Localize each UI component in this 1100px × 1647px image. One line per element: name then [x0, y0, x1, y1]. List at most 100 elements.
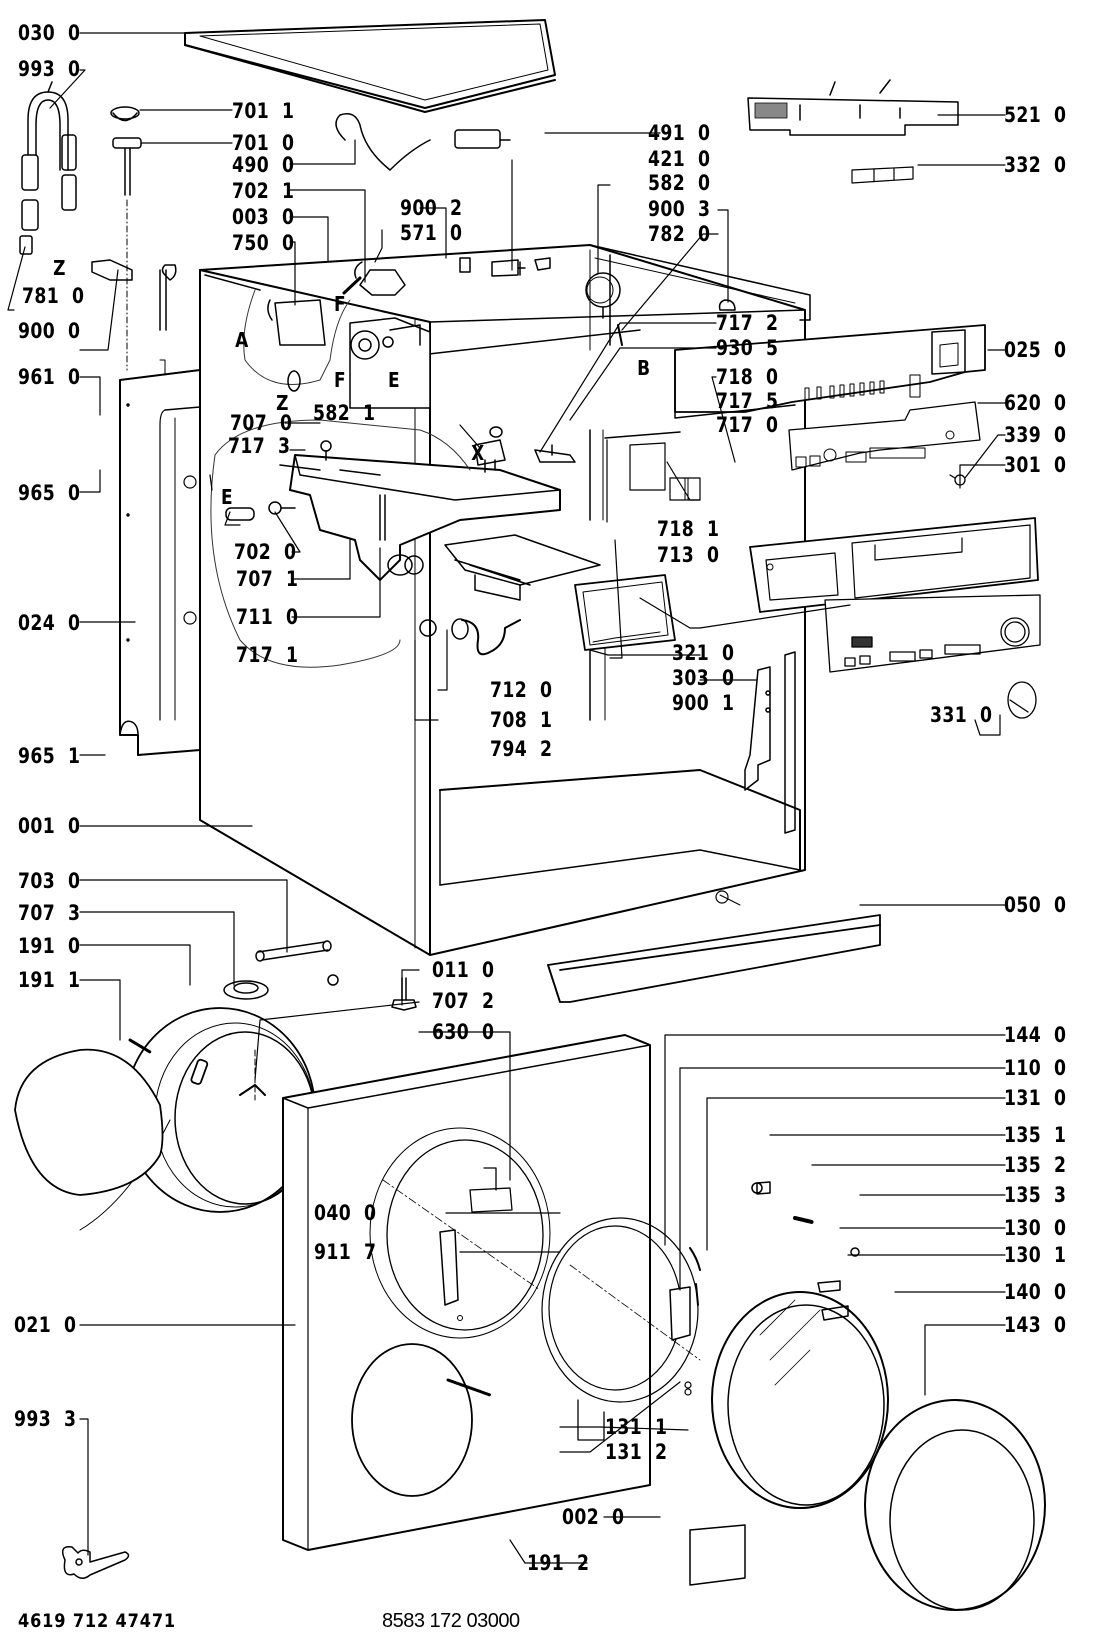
part-label-707-2: 707 2 — [432, 989, 495, 1013]
part-label-301-0: 301 0 — [1004, 453, 1067, 477]
electronics-module — [747, 79, 959, 136]
part-label-331-0: 331 0 — [930, 703, 993, 727]
part-label-961-0: 961 0 — [18, 365, 81, 389]
door-glass-ring — [711, 1291, 1046, 1611]
part-label-135-2: 135 2 — [1004, 1153, 1067, 1177]
drum-front — [14, 1007, 316, 1231]
part-label-718-1: 718 1 — [657, 517, 720, 541]
small-hardware — [223, 940, 417, 1011]
top-left-parts — [91, 106, 177, 376]
side-bracket — [744, 651, 796, 834]
part-label-900-0: 900 0 — [18, 319, 81, 343]
control-frame — [674, 324, 986, 419]
part-label-582-0: 582 0 — [648, 171, 711, 195]
part-label-782-0: 782 0 — [648, 222, 711, 246]
part-label-030-0: 030 0 — [18, 21, 81, 45]
hinge-parts — [751, 1181, 860, 1321]
part-label-002-0: 002 0 — [562, 1505, 625, 1529]
ref-letter-f: F — [334, 292, 346, 316]
part-label-135-1: 135 1 — [1004, 1123, 1067, 1147]
control-panel-housing — [749, 517, 1039, 613]
part-label-191-0: 191 0 — [18, 934, 81, 958]
part-label-717-5: 717 5 — [716, 389, 779, 413]
part-label-130-1: 130 1 — [1004, 1243, 1067, 1267]
ref-letter-a: A — [235, 328, 249, 352]
part-label-025-0: 025 0 — [1004, 338, 1067, 362]
part-label-717-0: 717 0 — [716, 413, 779, 437]
cabinet — [199, 244, 811, 956]
part-label-021-0: 021 0 — [14, 1313, 77, 1337]
part-label-794-2: 794 2 — [490, 737, 553, 761]
part-label-521-0: 521 0 — [1004, 103, 1067, 127]
part-label-191-2: 191 2 — [527, 1551, 590, 1575]
part-label-717-1: 717 1 — [236, 643, 299, 667]
part-label-191-1: 191 1 — [18, 968, 81, 992]
dispenser-assembly — [210, 289, 701, 668]
part-label-490-0: 490 0 — [232, 153, 295, 177]
part-label-135-3: 135 3 — [1004, 1183, 1067, 1207]
part-label-040-0: 040 0 — [314, 1201, 377, 1225]
part-label-993-0: 993 0 — [18, 57, 81, 81]
part-label-339-0: 339 0 — [1004, 423, 1067, 447]
part-label-321-0: 321 0 — [672, 641, 735, 665]
part-label-620-0: 620 0 — [1004, 391, 1067, 415]
pcb-board — [788, 401, 981, 486]
document-code-right: 8583 172 03000 — [382, 1610, 520, 1632]
ref-letter-b: B — [637, 356, 651, 380]
top-cover — [184, 19, 556, 113]
part-label-303-0: 303 0 — [672, 666, 735, 690]
part-label-140-0: 140 0 — [1004, 1280, 1067, 1304]
part-label-011-0: 011 0 — [432, 958, 495, 982]
part-label-900-3: 900 3 — [648, 197, 711, 221]
part-label-702-0: 702 0 — [234, 540, 297, 564]
ref-letter-z: Z — [53, 256, 66, 280]
button-strip — [851, 166, 914, 184]
part-label-911-7: 911 7 — [314, 1240, 377, 1264]
fascia-panel — [824, 594, 1041, 719]
part-label-144-0: 144 0 — [1004, 1023, 1067, 1047]
part-label-717-3: 717 3 — [228, 434, 291, 458]
side-panel — [119, 369, 201, 756]
part-label-571-0: 571 0 — [400, 221, 463, 245]
part-label-993-3: 993 3 — [14, 1407, 77, 1431]
part-label-630-0: 630 0 — [432, 1020, 495, 1044]
part-label-965-1: 965 1 — [18, 744, 81, 768]
part-label-713-0: 713 0 — [657, 543, 720, 567]
part-label-332-0: 332 0 — [1004, 153, 1067, 177]
front-panel — [282, 1034, 746, 1586]
pump-assembly — [267, 113, 736, 409]
part-label-701-0: 701 0 — [232, 131, 295, 155]
door-inner-ring — [541, 1217, 701, 1441]
part-label-707-1: 707 1 — [236, 567, 299, 591]
inlet-hose — [19, 81, 77, 255]
part-label-718-0: 718 0 — [716, 365, 779, 389]
part-label-131-1: 131 1 — [605, 1415, 668, 1439]
part-label-717-2: 717 2 — [716, 311, 779, 335]
part-label-131-0: 131 0 — [1004, 1086, 1067, 1110]
part-label-708-1: 708 1 — [490, 708, 553, 732]
document-code-left: 4619 712 47471 — [18, 1610, 176, 1632]
ref-letter-x: X — [471, 441, 485, 465]
part-label-750-0: 750 0 — [232, 231, 295, 255]
part-label-930-5: 930 5 — [716, 336, 779, 360]
part-label-001-0: 001 0 — [18, 814, 81, 838]
part-label-110-0: 110 0 — [1004, 1056, 1067, 1080]
part-label-024-0: 024 0 — [18, 611, 81, 635]
ref-letter-f: F — [334, 368, 346, 392]
part-label-781-0: 781 0 — [22, 284, 85, 308]
part-label-491-0: 491 0 — [648, 121, 711, 145]
kickplate — [547, 914, 881, 1003]
part-label-701-1: 701 1 — [232, 99, 295, 123]
part-label-711-0: 711 0 — [236, 605, 299, 629]
part-label-702-1: 702 1 — [232, 179, 295, 203]
part-label-900-1: 900 1 — [672, 691, 735, 715]
part-label-131-2: 131 2 — [605, 1440, 668, 1464]
part-label-707-3: 707 3 — [18, 901, 81, 925]
part-label-003-0: 003 0 — [232, 205, 295, 229]
part-label-707-0: 707 0 — [230, 411, 293, 435]
ref-letter-z: Z — [276, 391, 289, 415]
ref-letter-e: E — [388, 368, 400, 392]
part-label-965-0: 965 0 — [18, 481, 81, 505]
